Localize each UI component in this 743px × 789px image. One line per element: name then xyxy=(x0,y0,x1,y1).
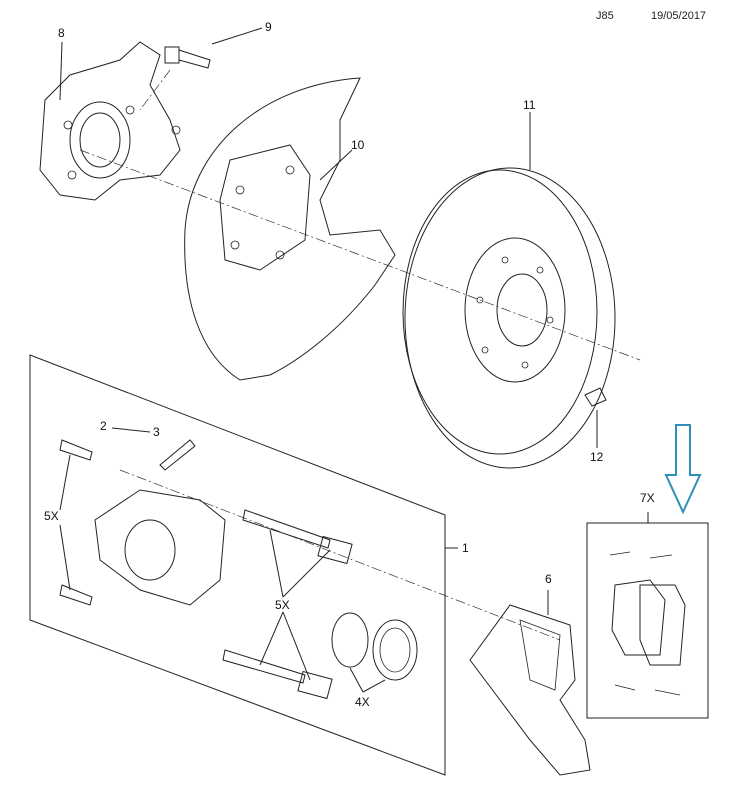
wheel-hub-part-8[interactable] xyxy=(39,41,181,201)
callout-10: 10 xyxy=(351,138,365,152)
callout-5x-center: 5X xyxy=(275,598,290,612)
callout-4x: 4X xyxy=(355,695,370,709)
callout-1: 1 xyxy=(462,541,469,555)
callout-9: 9 xyxy=(265,20,272,34)
callout-2: 2 xyxy=(100,419,107,433)
callout-6: 6 xyxy=(545,572,552,586)
callout-7x: 7X xyxy=(640,491,655,505)
diagram-date: 19/05/2017 xyxy=(651,10,707,22)
highlight-arrow-icon xyxy=(664,424,702,515)
callout-5x-left: 5X xyxy=(44,509,59,523)
caliper-assembly-box-1[interactable] xyxy=(29,354,446,776)
diagram-code: J85 xyxy=(596,10,614,22)
callout-3: 3 xyxy=(153,425,160,439)
callout-12: 12 xyxy=(590,450,604,464)
dust-shield-part-10[interactable] xyxy=(184,77,396,381)
callout-8: 8 xyxy=(58,26,65,40)
bolt-part-9[interactable] xyxy=(164,46,211,69)
caliper-bracket-part-6[interactable] xyxy=(469,604,591,776)
callout-11: 11 xyxy=(523,98,536,112)
screw-part-12[interactable] xyxy=(584,387,607,407)
brake-pad-kit-box-7x[interactable] xyxy=(586,522,709,719)
brake-disc-part-11[interactable] xyxy=(402,167,616,469)
